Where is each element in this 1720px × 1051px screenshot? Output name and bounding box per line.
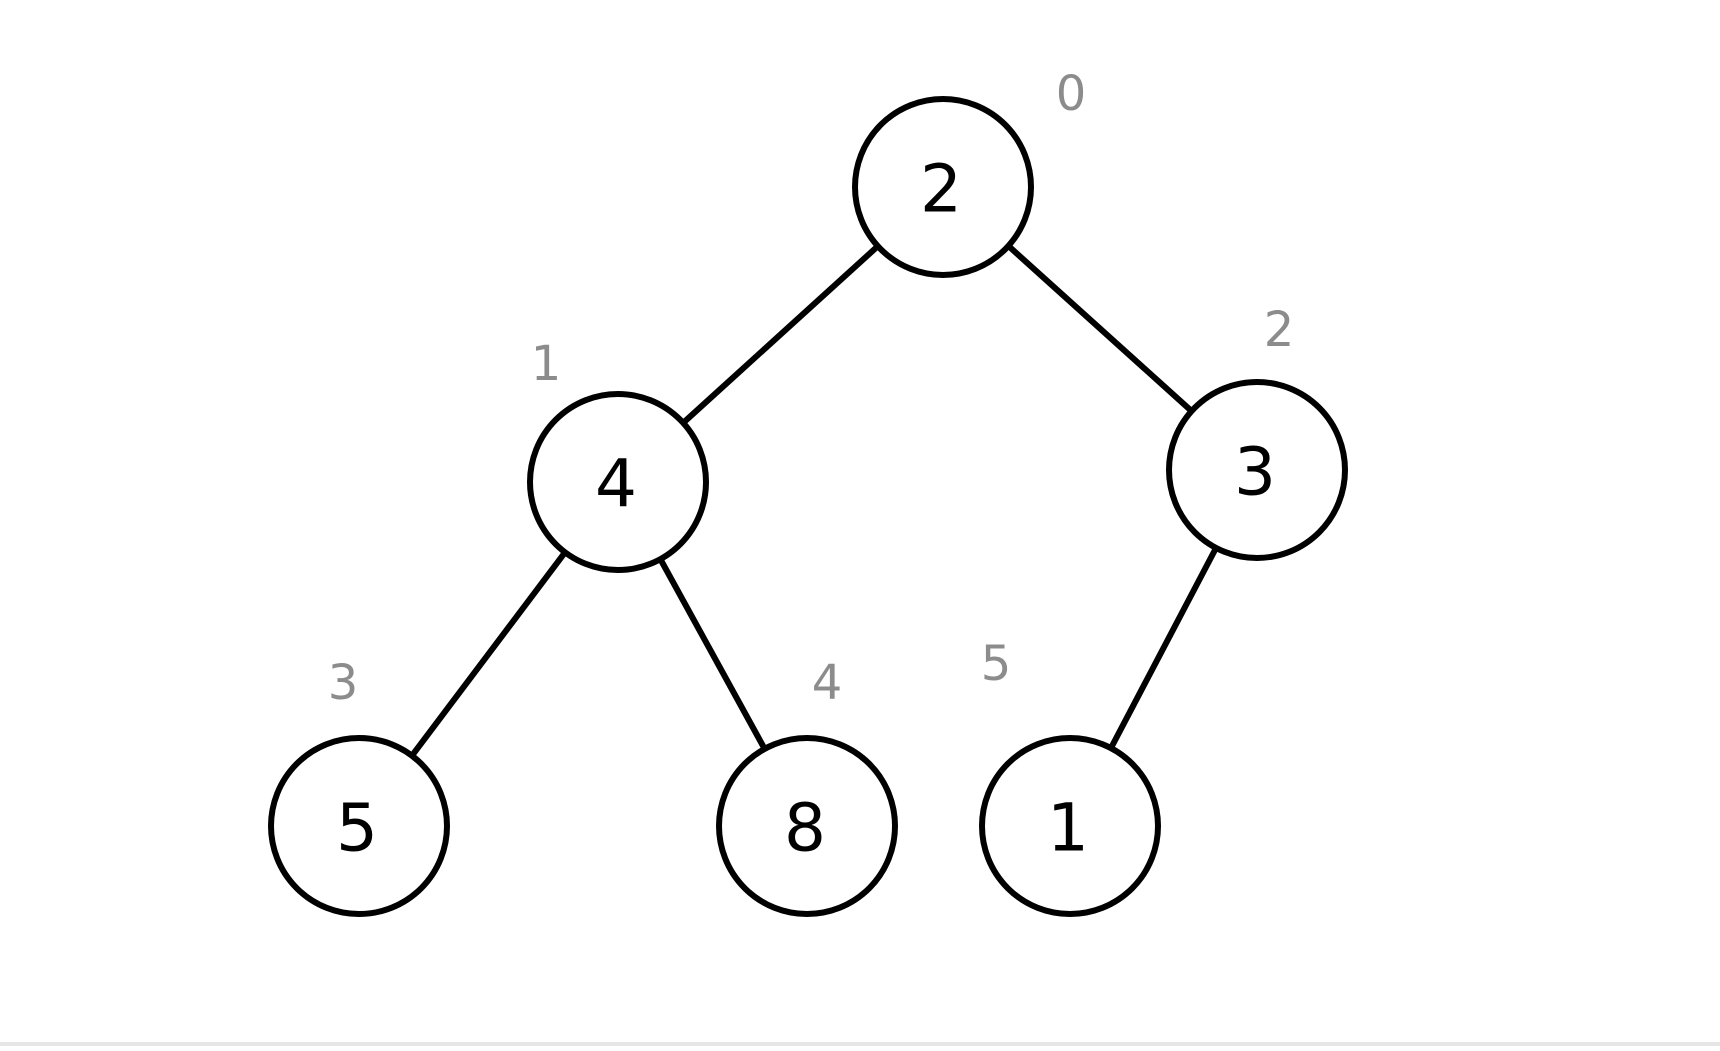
nodes-layer: 2 4 3 5 8 1	[268, 96, 1348, 917]
node-value: 5	[336, 790, 378, 867]
tree-node-8: 8	[716, 735, 898, 917]
index-labels-layer: 0 1 2 3 4 5	[328, 66, 1295, 711]
tree-node-1: 1	[979, 735, 1161, 917]
node-index-label: 4	[812, 655, 843, 711]
node-circle	[527, 391, 709, 573]
edge-n2-n5	[1107, 544, 1220, 752]
node-value: 4	[595, 446, 637, 523]
node-index-label: 0	[1056, 66, 1087, 122]
node-value: 1	[1047, 790, 1089, 867]
node-circle	[268, 735, 450, 917]
node-circle	[979, 735, 1161, 917]
node-value: 3	[1234, 434, 1276, 511]
tree-node-3: 3	[1166, 379, 1348, 561]
node-value: 2	[920, 151, 962, 228]
node-index-label: 5	[981, 636, 1012, 692]
edge-n0-n2	[1005, 242, 1195, 415]
tree-node-4: 4	[527, 391, 709, 573]
bottom-border	[0, 1042, 1720, 1046]
edge-n1-n3	[408, 549, 569, 759]
node-index-label: 2	[1264, 302, 1295, 358]
edge-n1-n4	[657, 556, 768, 752]
node-circle	[716, 735, 898, 917]
node-index-label: 1	[531, 336, 562, 392]
edges-layer	[408, 242, 1220, 759]
node-index-label: 3	[328, 655, 359, 711]
tree-node-2: 2	[852, 96, 1034, 278]
node-circle	[1166, 379, 1348, 561]
tree-node-5: 5	[268, 735, 450, 917]
node-circle	[852, 96, 1034, 278]
edge-n0-n1	[680, 243, 881, 426]
node-value: 8	[784, 790, 826, 867]
